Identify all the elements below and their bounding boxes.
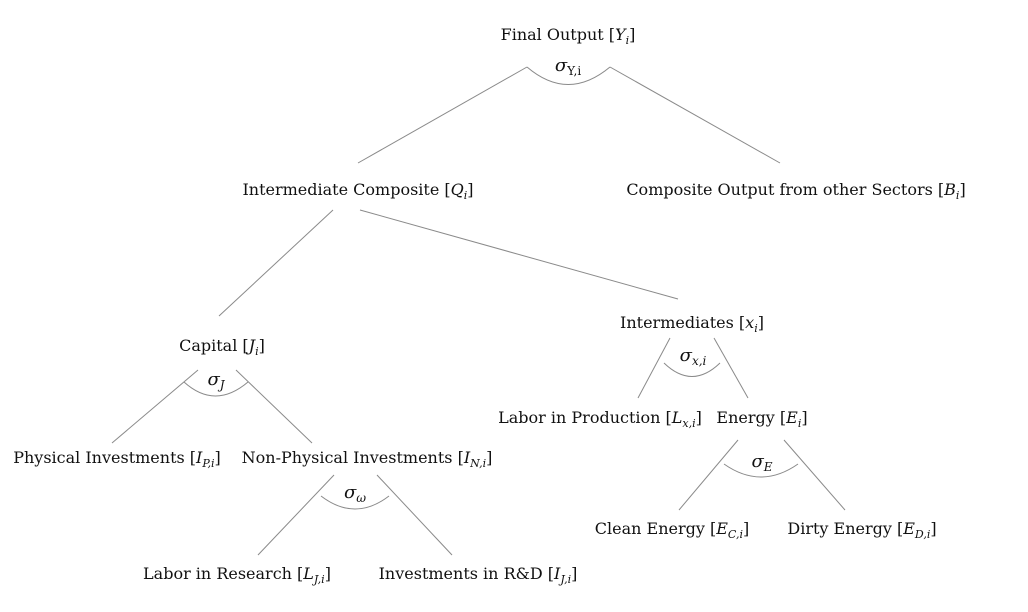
- edge-capital-to-non-physical: [235, 369, 313, 444]
- sigma-y-label: σY,i: [555, 55, 581, 78]
- sigma-j-label: σJ: [207, 369, 225, 392]
- edge-energy-to-clean: [678, 439, 739, 511]
- arc-sigma-x: [663, 362, 721, 377]
- node-clean-energy: Clean Energy [EC,i]: [595, 519, 749, 541]
- sigma-omega-label: σω: [344, 482, 366, 505]
- arc-sigma-e: [723, 463, 799, 478]
- arc-sigma-y: [526, 66, 611, 85]
- node-intermediates: Intermediates [xi]: [620, 313, 764, 335]
- edge-intermediate-composite-to-intermediates: [359, 209, 679, 300]
- tree-edges: [111, 66, 846, 556]
- edge-energy-to-dirty: [783, 439, 846, 511]
- elasticity-labels: σY,i σJ σx,i σω σE: [207, 55, 772, 505]
- edge-intermediate-composite-to-capital: [218, 209, 334, 317]
- edge-intermediates-to-labor-production: [637, 337, 671, 399]
- edge-non-physical-to-investments-rd: [376, 474, 453, 556]
- elasticity-arcs: [183, 66, 799, 510]
- node-non-physical-investments: Non-Physical Investments [IN,i]: [242, 448, 493, 470]
- node-composite-output-other-sectors: Composite Output from other Sectors [Bi]: [626, 180, 965, 202]
- node-final-output: Final Output [Yi]: [501, 25, 636, 47]
- arc-sigma-j: [183, 381, 249, 397]
- node-labels: Final Output [Yi] Intermediate Composite…: [13, 25, 965, 586]
- edge-intermediates-to-energy: [713, 337, 749, 399]
- node-labor-in-research: Labor in Research [LJ,i]: [143, 564, 331, 586]
- edge-capital-to-physical: [111, 369, 199, 444]
- node-investments-in-rd: Investments in R&D [IJ,i]: [379, 564, 578, 586]
- edge-final-to-intermediate-composite: [357, 66, 528, 164]
- node-labor-in-production: Labor in Production [Lx,i]: [498, 408, 702, 430]
- node-energy: Energy [Ei]: [716, 408, 807, 430]
- edge-final-to-composite-other: [609, 66, 781, 164]
- arc-sigma-omega: [320, 495, 390, 510]
- node-intermediate-composite: Intermediate Composite [Qi]: [242, 180, 473, 202]
- node-dirty-energy: Dirty Energy [ED,i]: [787, 519, 936, 541]
- node-capital: Capital [Ji]: [179, 336, 265, 358]
- sigma-x-label: σx,i: [680, 345, 707, 368]
- node-physical-investments: Physical Investments [IP,i]: [13, 448, 221, 470]
- sigma-e-label: σE: [751, 451, 772, 474]
- edge-non-physical-to-labor-research: [257, 474, 335, 556]
